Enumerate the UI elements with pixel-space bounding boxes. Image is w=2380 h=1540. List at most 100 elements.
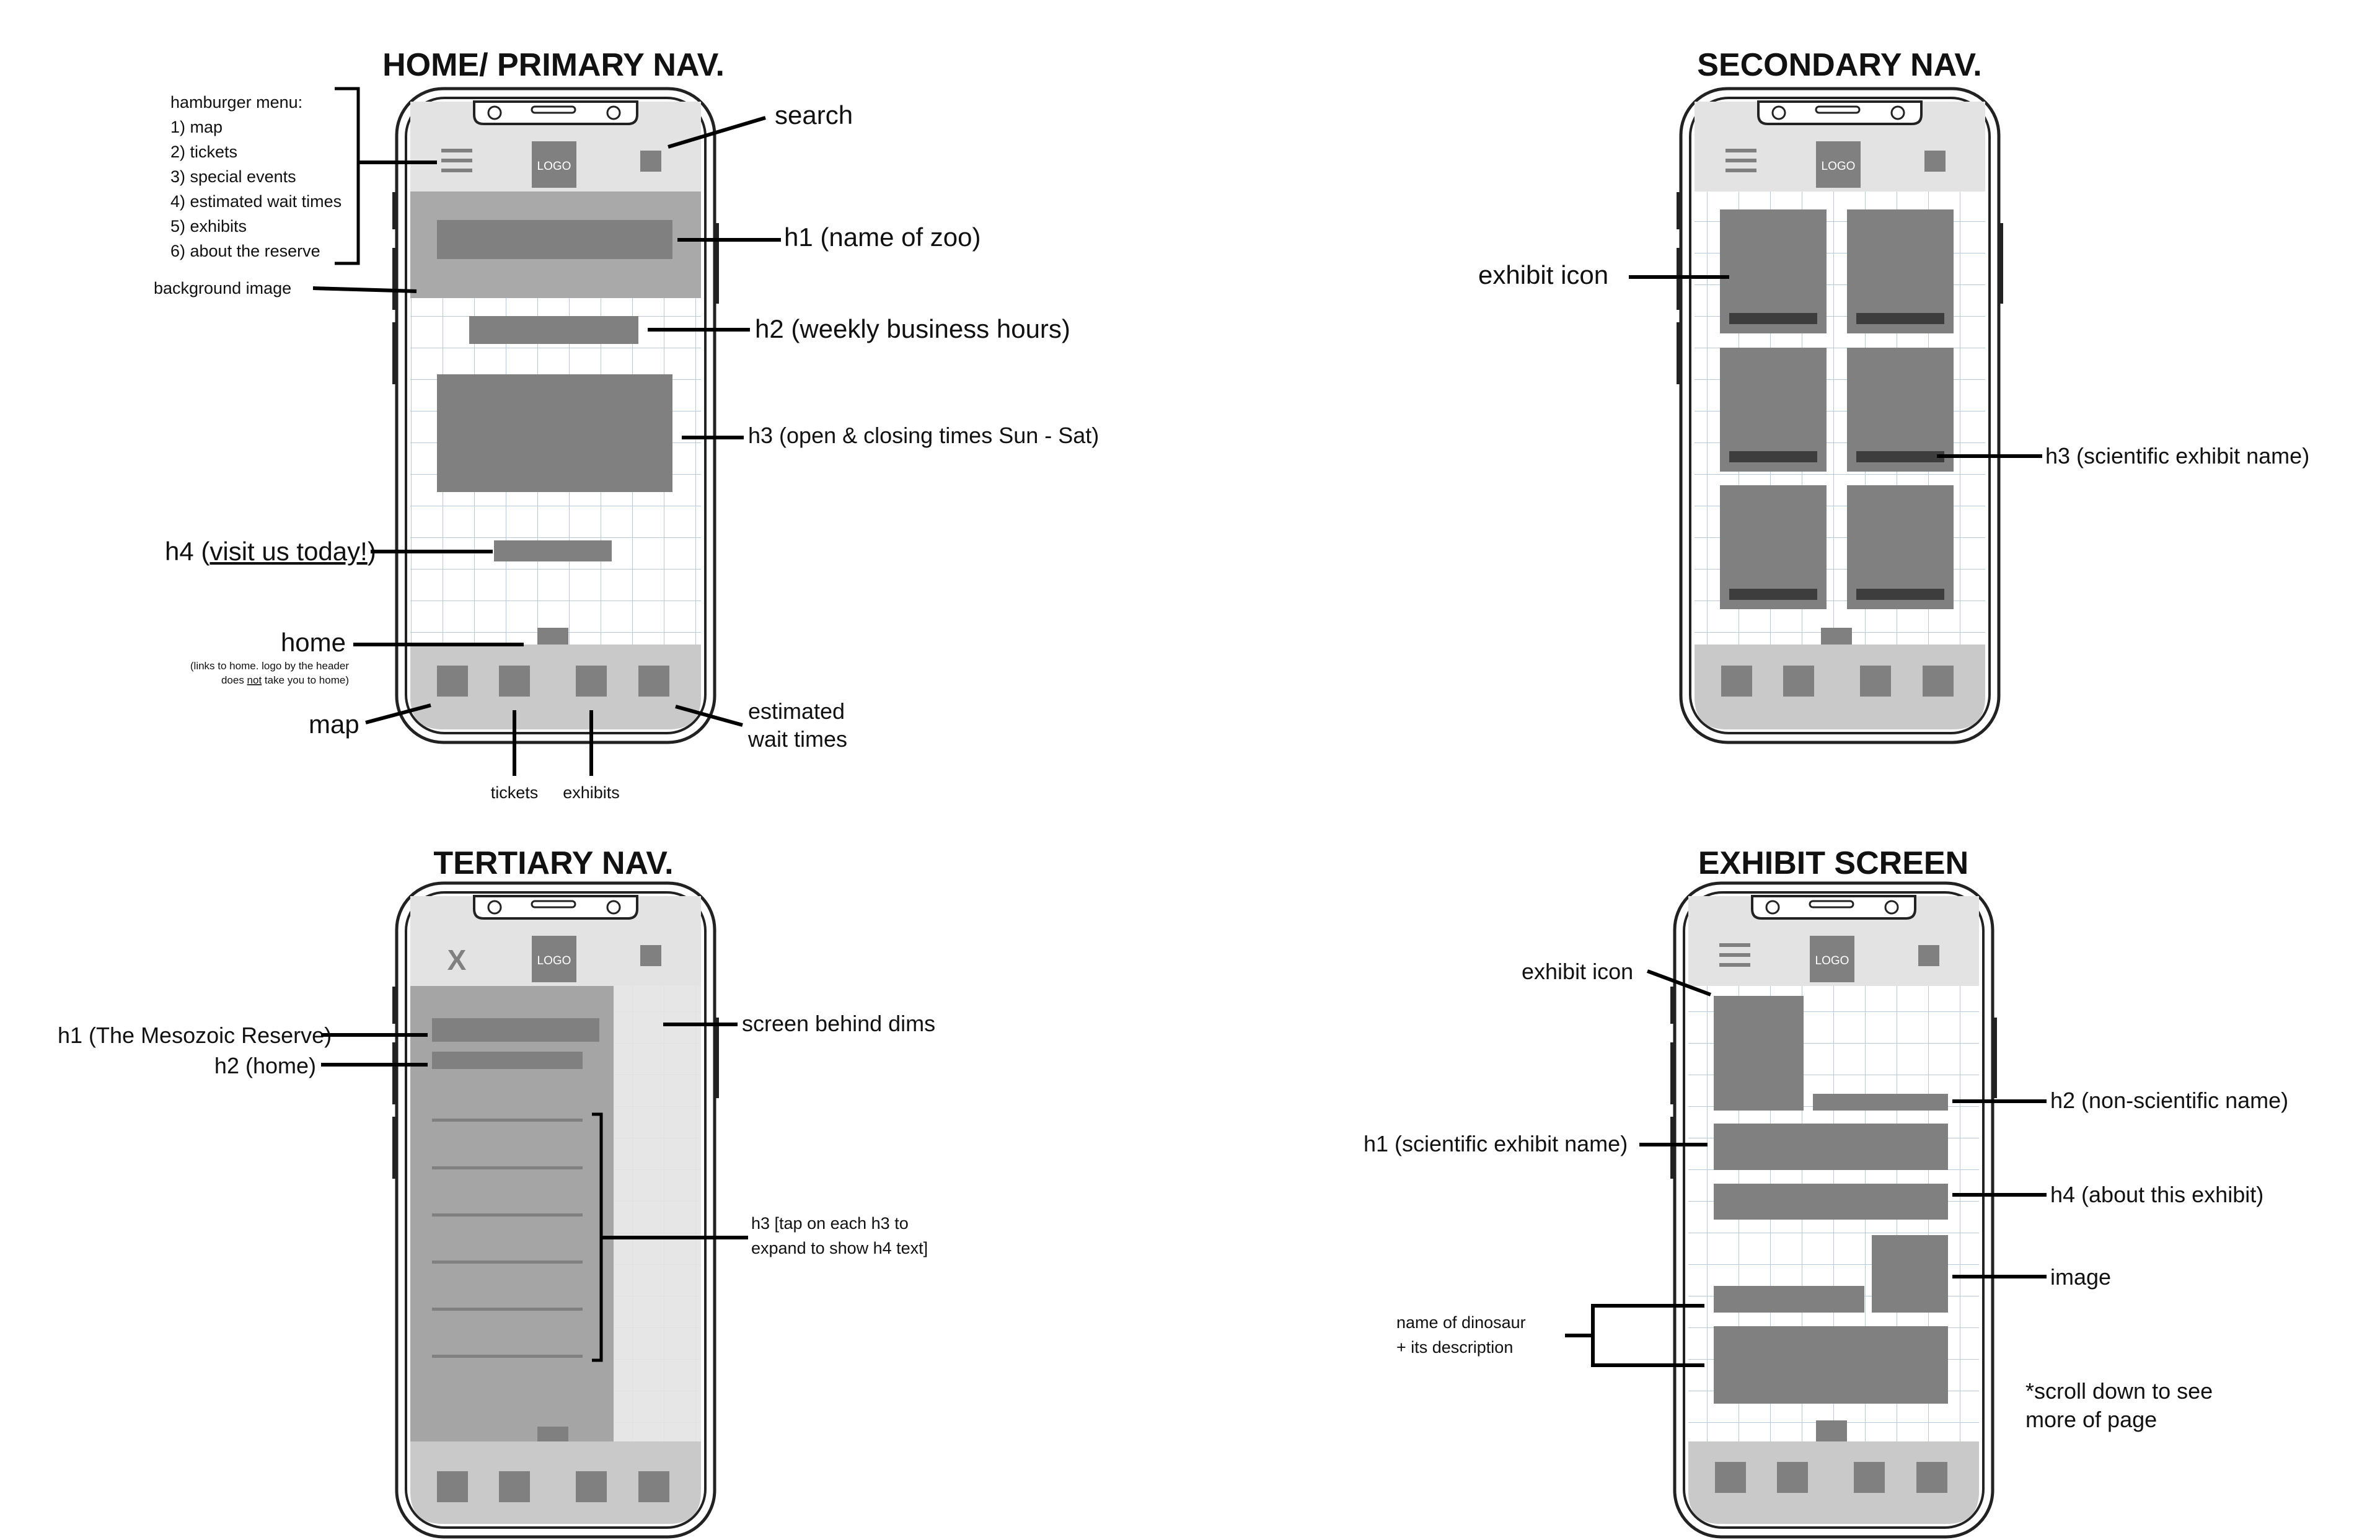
h4-link-text: visit us today! [209,537,367,566]
hamburger-menu-item: 4) estimated wait times [170,192,342,211]
drawer-h3-item[interactable] [432,1213,583,1217]
nav-wait-times-button[interactable] [638,1471,669,1502]
exhibit-icon-label: exhibit icon [1478,260,1608,289]
exhibit-annotations: exhibit icon h2 (non-scientific name) h1… [1364,959,2288,1432]
nav-tickets-button[interactable] [499,1471,530,1502]
image-label: image [2050,1264,2111,1290]
tertiary-annotations: h1 (The Mesozoic Reserve) h2 (home) scre… [58,1011,935,1362]
nav-tickets-button[interactable] [1783,666,1814,697]
nav-exhibits-button[interactable] [576,1471,607,1502]
nav-map-button[interactable] [437,666,468,697]
logo-block [532,936,576,982]
non-scientific-name-block [1813,1094,1948,1111]
dimmed-screen [614,986,701,1441]
tickets-label: tickets [491,783,539,802]
search-icon[interactable] [640,151,661,172]
h3-block [437,374,672,492]
phone-tertiary: X LOGO [392,881,719,1539]
nav-tickets-button[interactable] [1777,1462,1808,1493]
hamburger-menu-item: 5) exhibits [170,217,247,235]
home-label: home [281,628,346,657]
logo-text: LOGO [537,160,571,173]
exhibit-card[interactable] [1847,209,1954,333]
drawer-h3-item[interactable] [432,1261,583,1264]
background-image-label: background image [154,279,291,297]
drawer-h3-item[interactable] [432,1355,583,1358]
exhibits-label: exhibits [563,783,620,802]
h1-label: h1 (name of zoo) [784,222,981,252]
search-icon[interactable] [640,945,661,966]
about-exhibit-label: h4 (about this exhibit) [2050,1182,2263,1207]
exhibit-card[interactable] [1720,348,1827,472]
hamburger-menu-item: 3) special events [170,167,296,186]
exhibit-icon-block [1714,996,1804,1111]
map-label: map [309,710,359,739]
nav-exhibits-button[interactable] [576,666,607,697]
non-scientific-name-label: h2 (non-scientific name) [2050,1088,2288,1113]
exhibit-icon-label: exhibit icon [1522,959,1633,984]
hamburger-menu-item: 2) tickets [170,143,237,161]
wait-times-label-2: wait times [747,726,847,752]
h1-block [437,220,672,259]
nav-map-button[interactable] [437,1471,468,1502]
exhibit-card[interactable] [1720,485,1827,609]
exhibit-card[interactable] [1847,485,1954,609]
title-tertiary: TERTIARY NAV. [433,845,673,881]
h3-tap-label-2: expand to show h4 text] [751,1239,928,1257]
scroll-note-2: more of page [2025,1407,2157,1432]
drawer-h1-label: h1 (The Mesozoic Reserve) [58,1023,332,1048]
logo-text: LOGO [1822,160,1856,173]
wait-times-label-1: estimated [748,698,845,724]
phone-exhibit: LOGO [1670,881,1997,1539]
h2-label: h2 (weekly business hours) [755,314,1070,343]
nav-map-button[interactable] [1715,1462,1746,1493]
image-block [1872,1235,1948,1313]
screen-dims-label: screen behind dims [742,1011,935,1036]
scroll-note-1: *scroll down to see [2025,1378,2213,1404]
title-home: HOME/ PRIMARY NAV. [382,47,725,83]
home-note-line-2: does not take you to home) [221,674,349,686]
dinosaur-name-block [1714,1286,1864,1313]
scientific-name-block [1714,1124,1948,1170]
hamburger-menu-item: 1) map [170,118,223,136]
h2-block [469,316,638,344]
home-annotations: hamburger menu: 1) map 2) tickets 3) spe… [154,87,1099,802]
h3-label: h3 (open & closing times Sun - Sat) [748,423,1099,448]
search-icon[interactable] [1918,945,1939,966]
h4-label: h4 (visit us today!) [165,537,376,566]
exhibit-card[interactable] [1720,209,1827,333]
title-exhibit: EXHIBIT SCREEN [1698,845,1968,881]
about-exhibit-block [1714,1184,1948,1220]
h3-tap-label-1: h3 [tap on each h3 to [751,1214,909,1233]
search-icon[interactable] [1924,151,1946,172]
secondary-annotations: exhibit icon h3 (scientific exhibit name… [1478,260,2309,469]
scientific-name-label: h3 (scientific exhibit name) [2045,443,2309,469]
drawer-h1-block [432,1018,599,1042]
drawer-h3-item[interactable] [432,1119,583,1122]
logo-block [1816,141,1861,188]
hamburger-menu-label: hamburger menu: [170,93,302,112]
title-secondary: SECONDARY NAV. [1697,47,1981,83]
nav-exhibits-button[interactable] [1860,666,1891,697]
dinosaur-label-1: name of dinosaur [1396,1313,1526,1332]
nav-wait-times-button[interactable] [638,666,669,697]
drawer-h3-item[interactable] [432,1166,583,1169]
drawer-h2-block [432,1052,583,1069]
phone-home: LOGO [392,87,719,744]
home-note-line-1: (links to home. logo by the header [190,660,349,672]
dinosaur-label-2: + its description [1396,1338,1513,1357]
close-icon[interactable]: X [447,944,467,976]
search-label: search [775,100,853,130]
logo-block [532,141,576,188]
exhibit-card[interactable] [1847,348,1954,472]
logo-text: LOGO [1815,954,1849,967]
nav-wait-times-button[interactable] [1916,1462,1947,1493]
nav-exhibits-button[interactable] [1854,1462,1885,1493]
nav-tickets-button[interactable] [499,666,530,697]
drawer-h3-item[interactable] [432,1308,583,1311]
logo-text: LOGO [537,954,571,967]
dinosaur-description-block [1714,1326,1948,1404]
nav-wait-times-button[interactable] [1923,666,1954,697]
nav-map-button[interactable] [1721,666,1752,697]
